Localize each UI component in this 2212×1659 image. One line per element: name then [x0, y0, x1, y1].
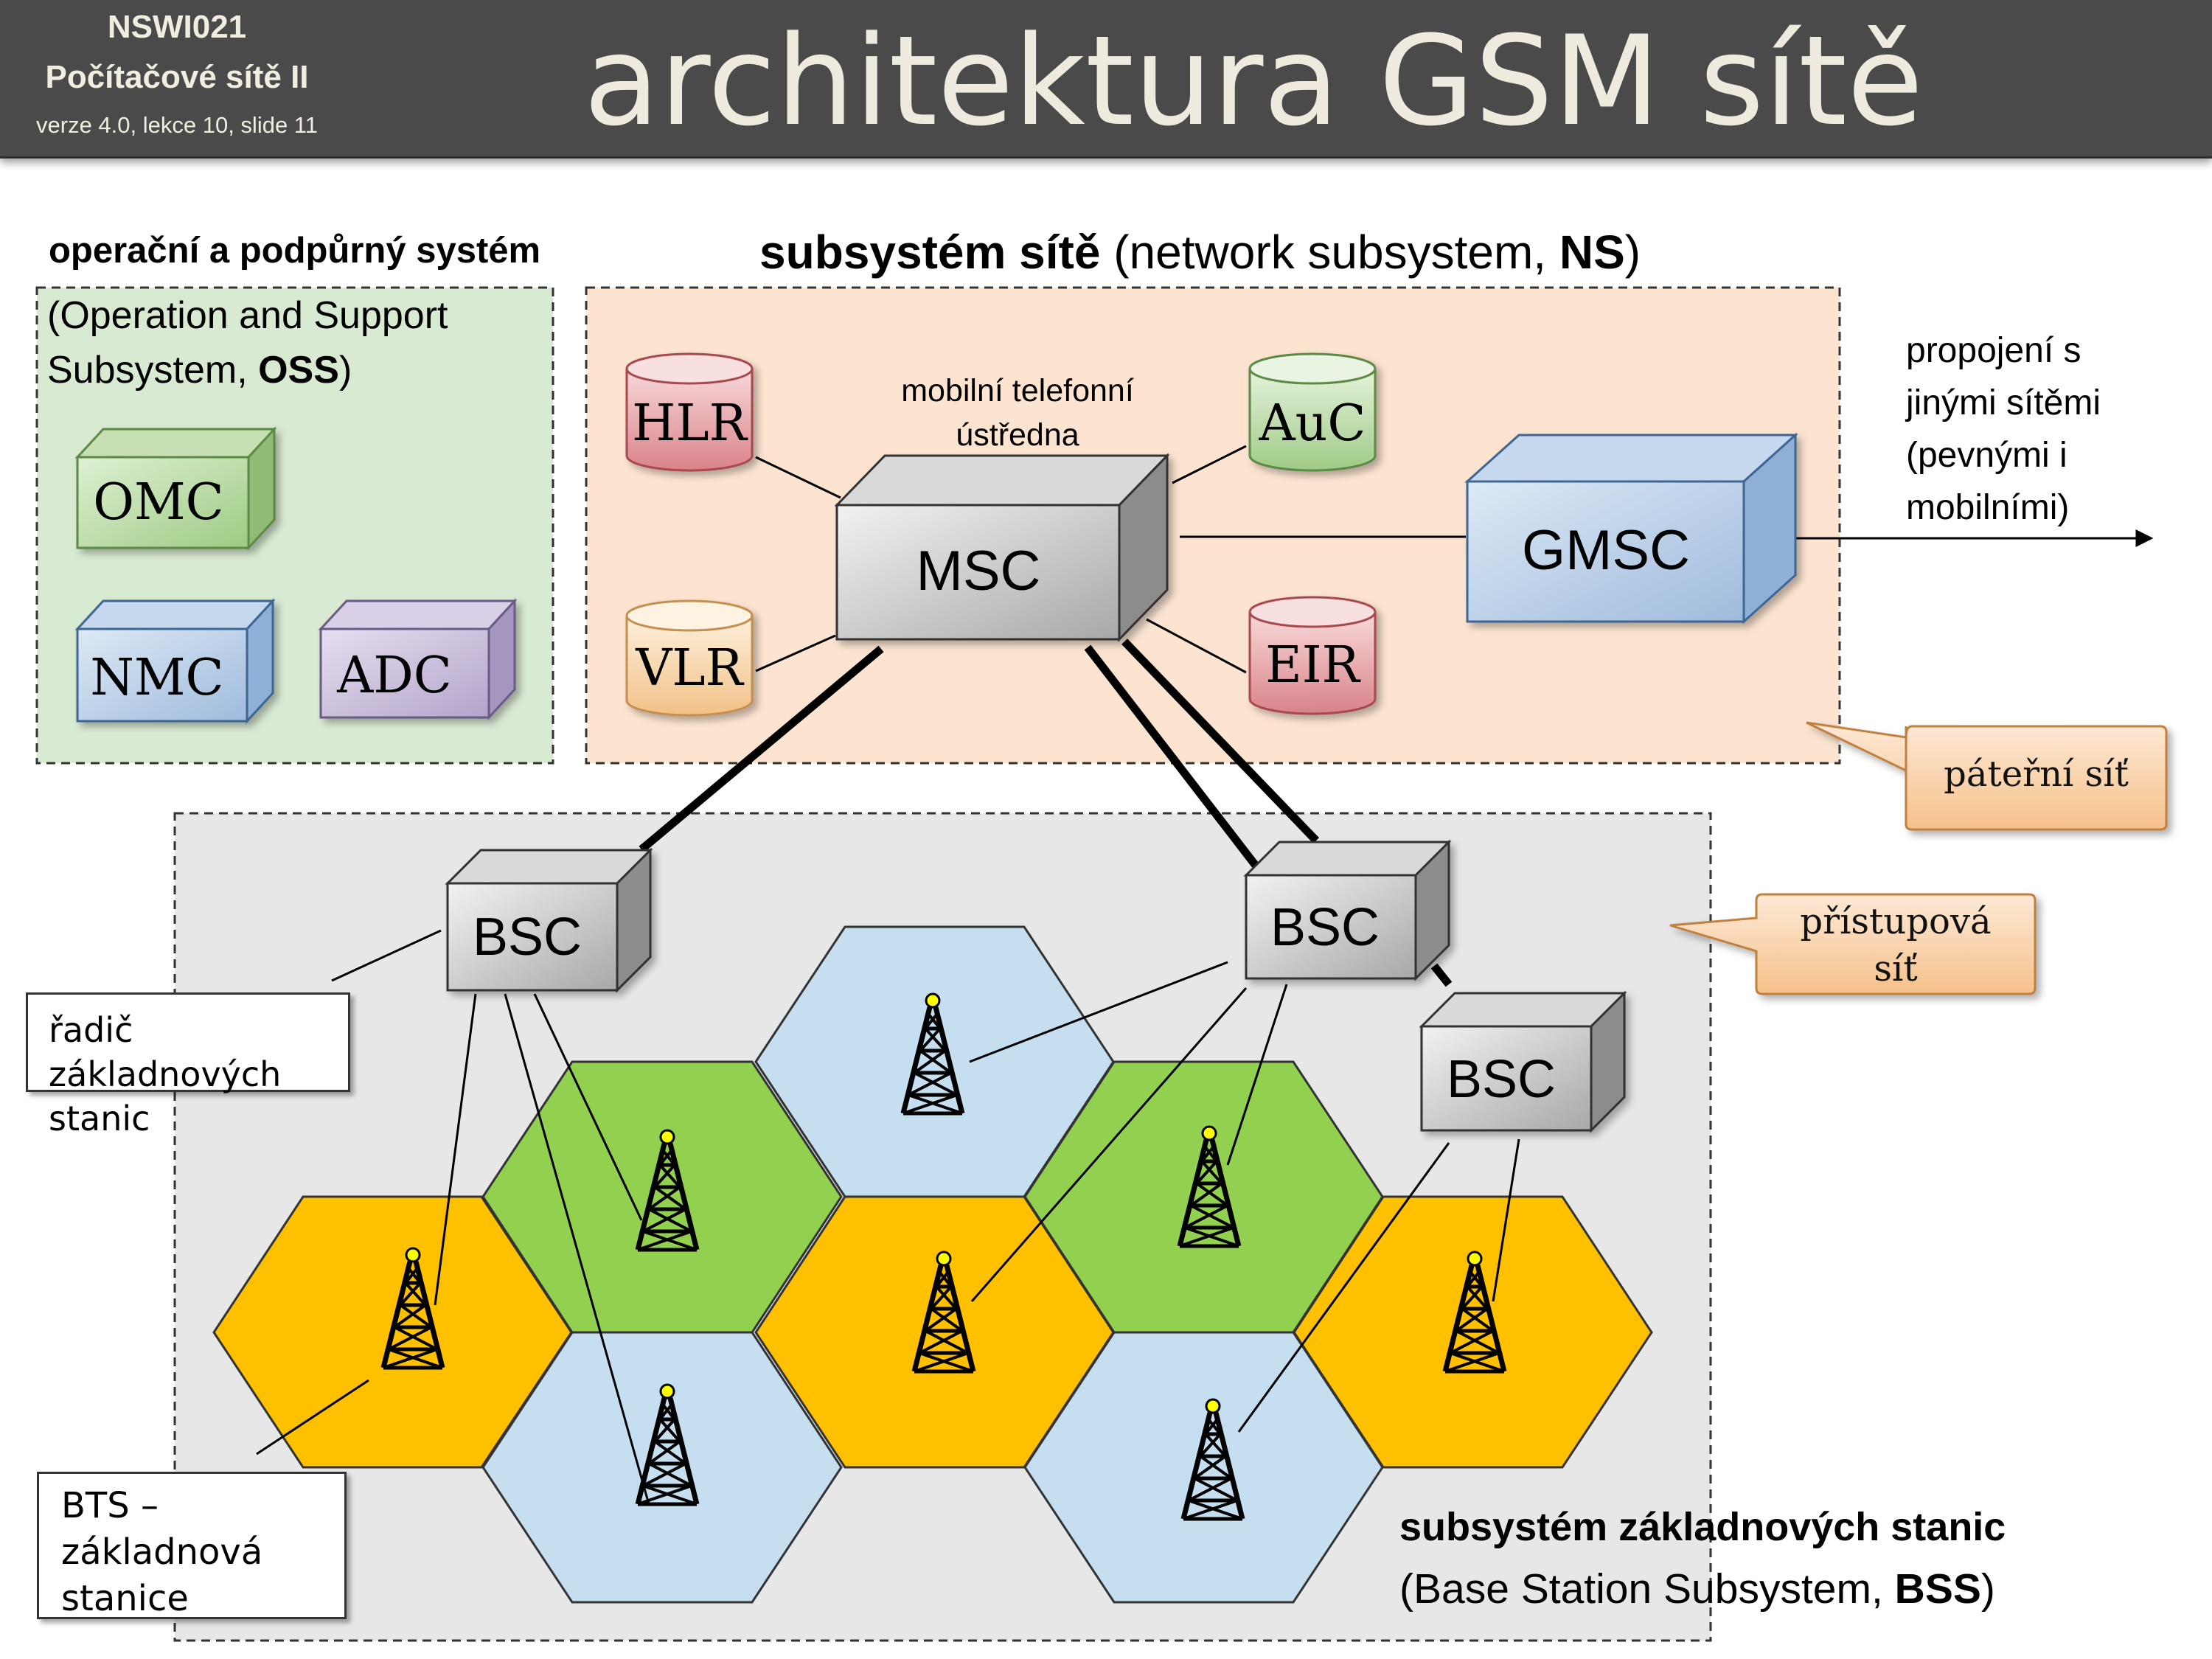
adc-label: ADC — [336, 647, 452, 705]
bsc-bts-link — [1226, 984, 1288, 1166]
msc-bsc2-link-2 — [1121, 639, 1319, 844]
bsc-bts-link — [970, 987, 1248, 1302]
bsc-label: BSC — [1447, 1050, 1556, 1109]
bsc-bts-link — [434, 993, 477, 1306]
bts-caption-leader — [256, 1379, 369, 1455]
auc-msc-link — [1172, 445, 1247, 484]
oss-desc-prefix: Subsystem, — [47, 349, 259, 392]
bsc-bts-link — [1492, 1138, 1520, 1302]
bts-caption-line2: základnová — [61, 1531, 263, 1573]
slide-title: architektura GSM sítě — [583, 9, 1924, 153]
ns-title-close: ) — [1624, 226, 1641, 279]
eir-label: EIR — [1265, 636, 1361, 695]
backbone-callout — [1806, 721, 2168, 831]
access-callout-line1: přístupová — [1800, 901, 1992, 942]
msc-bsc2-link — [1084, 644, 1265, 875]
hlr-database: HLR — [625, 352, 754, 472]
msc-bsc1-link — [639, 645, 884, 853]
msc-node: MSC — [834, 453, 1170, 642]
auc-label: AuC — [1259, 394, 1366, 453]
msc-label: MSC — [917, 540, 1041, 602]
bsc-node-1: BSC — [445, 847, 653, 993]
omc-label: OMC — [93, 473, 223, 532]
interconnect-line1: propojení s — [1906, 331, 2081, 370]
course-name: Počítačové sítě II — [45, 59, 309, 95]
bss-description: (Base Station Subsystem, BSS) — [1399, 1565, 1995, 1613]
bsc-caption-line2: stanic — [49, 1099, 150, 1138]
slide-header — [0, 0, 2212, 159]
bsc-node-2: BSC — [1243, 839, 1452, 981]
eir-database: EIR — [1248, 596, 1377, 715]
bsc-bts-link — [969, 961, 1228, 1063]
interconnect-line4: mobilními) — [1906, 488, 2070, 527]
bss-abbr: BSS — [1894, 1565, 1981, 1613]
bsc-caption-line1: řadič základnových — [49, 1010, 282, 1094]
cell-grid — [212, 925, 1653, 1604]
msc-caption-line1: mobilní telefonní — [901, 373, 1134, 408]
bss-desc-prefix: (Base Station Subsystem, — [1399, 1565, 1895, 1613]
bsc-caption-leader — [331, 929, 442, 982]
oss-abbr: OSS — [258, 349, 339, 392]
oss-description-line1: (Operation and Support — [47, 294, 448, 337]
bts-caption-box: BTS – základnová stanice — [37, 1472, 347, 1619]
nmc-node: NMC — [74, 598, 276, 724]
omc-node: OMC — [74, 426, 277, 551]
bsc-bts-link — [1237, 1142, 1450, 1433]
hlr-msc-link — [755, 456, 841, 499]
bsc-label: BSC — [473, 908, 582, 967]
course-version: verze 4.0, lekce 10, slide 11 — [36, 112, 318, 138]
bsc-caption-box: řadič základnových stanic — [26, 992, 350, 1138]
bts-caption-line1: BTS – — [61, 1485, 159, 1526]
vlr-label: VLR — [635, 639, 744, 698]
bsc-bts-link — [533, 993, 643, 1221]
interconnect-note: propojení s jinými sítěmi (pevnými i mob… — [1906, 324, 2101, 534]
access-callout-line2: síť — [1874, 948, 1918, 990]
interconnect-line2: jinými sítěmi — [1906, 383, 2101, 422]
course-code: NSWI021 — [107, 9, 247, 45]
gmsc-label: GMSC — [1522, 519, 1690, 582]
oss-description-line2: Subsystem, OSS) — [47, 348, 352, 392]
cell-blue-bottom-1 — [481, 1331, 843, 1604]
ns-title-rest: (network subsystem, — [1100, 226, 1559, 279]
gmsc-node: GMSC — [1464, 432, 1798, 625]
auc-database: AuC — [1248, 352, 1377, 472]
msc-caption-line2: ústředna — [956, 417, 1079, 453]
bts-caption-line3: stanice — [61, 1578, 189, 1619]
eir-msc-link — [1146, 618, 1247, 674]
access-callout-text: přístupová síť — [1756, 898, 2035, 992]
vlr-msc-link — [755, 634, 836, 672]
ns-abbr: NS — [1559, 226, 1625, 279]
backbone-callout-text: páteřní síť — [1944, 754, 2129, 795]
vlr-database: VLR — [625, 599, 754, 717]
ns-title: subsystém sítě (network subsystem, NS) — [759, 225, 1641, 279]
interconnect-line3: (pevnými i — [1906, 436, 2067, 475]
msc-caption: mobilní telefonní ústředna — [855, 369, 1180, 457]
bsc-label: BSC — [1270, 898, 1380, 957]
bss-desc-suffix: ) — [1980, 1565, 1995, 1613]
bsc-node-3: BSC — [1419, 990, 1627, 1133]
oss-desc-suffix: ) — [338, 349, 352, 392]
ns-title-bold: subsystém sítě — [759, 226, 1101, 279]
nmc-label: NMC — [90, 649, 223, 707]
bsc2-bsc3-link — [1430, 963, 1453, 987]
access-callout — [1669, 893, 2037, 995]
hlr-label: HLR — [632, 394, 748, 453]
bss-title: subsystém základnových stanic — [1399, 1505, 2006, 1549]
oss-title: operační a podpůrný systém — [49, 231, 541, 271]
adc-node: ADC — [318, 598, 518, 720]
bsc-bts-link — [504, 993, 650, 1505]
